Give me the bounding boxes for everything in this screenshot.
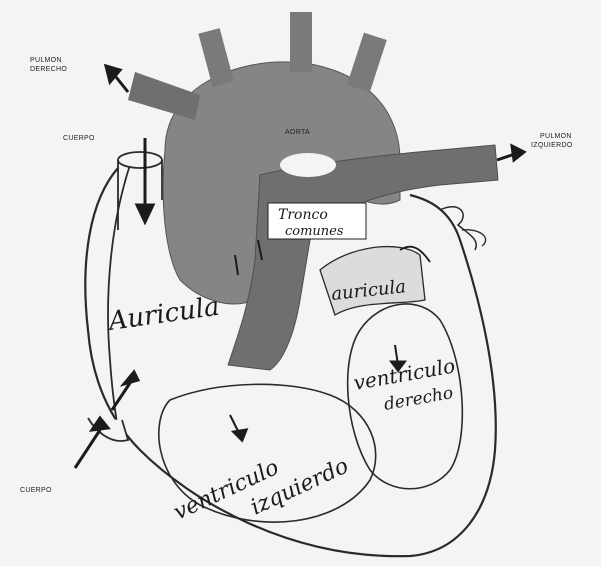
hand-auricula-derecha: Auricula bbox=[105, 292, 221, 337]
tronco-label-line2: comunes bbox=[285, 224, 344, 239]
aorta-branch-1 bbox=[198, 28, 233, 87]
aorta-opening bbox=[280, 153, 336, 177]
vena-cava-opening bbox=[118, 152, 162, 168]
label-pulmon-izquierdo-1: PULMON bbox=[540, 133, 572, 140]
label-pulmon-derecho-2: DERECHO bbox=[30, 66, 67, 73]
label-pulmon-derecho-1: PULMON bbox=[30, 57, 62, 64]
vena-cava-superior bbox=[118, 160, 162, 230]
right-pulmonary-artery bbox=[128, 72, 200, 120]
aorta-branch-2 bbox=[290, 12, 312, 72]
tronco-label-line1: Tronco bbox=[278, 207, 328, 223]
label-cuerpo-bottom: CUERPO bbox=[20, 487, 52, 494]
label-pulmon-izquierdo-2: IZQUIERDO bbox=[531, 142, 573, 149]
label-aorta: AORTA bbox=[285, 129, 310, 136]
aorta-branch-3 bbox=[347, 33, 387, 93]
label-cuerpo-top: CUERPO bbox=[63, 135, 95, 142]
